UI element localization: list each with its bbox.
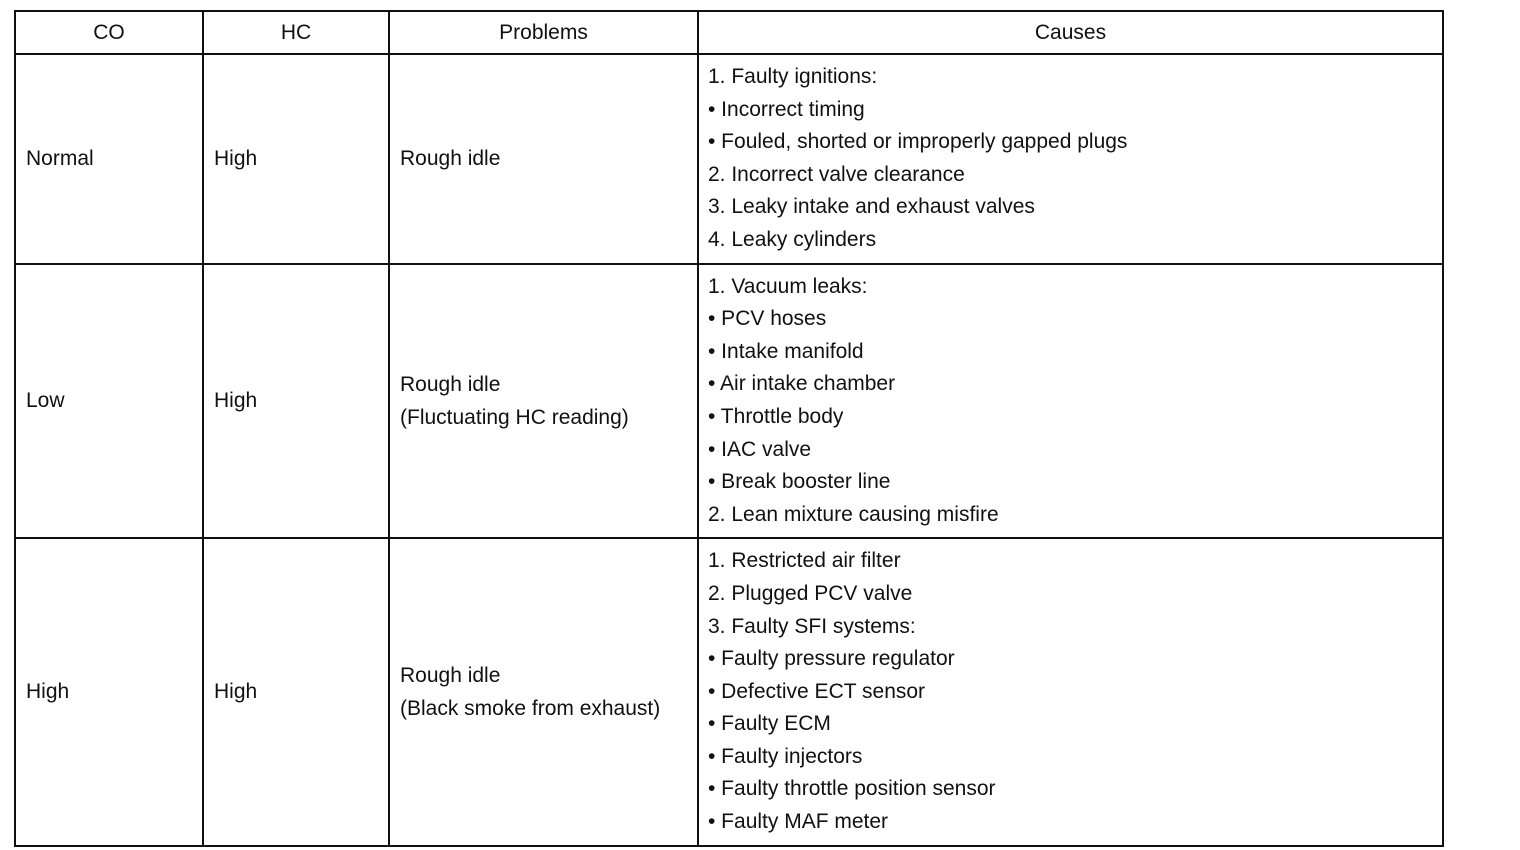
cause-item: • Faulty pressure regulator bbox=[708, 647, 955, 671]
cause-item: 1. Restricted air filter bbox=[708, 549, 901, 573]
cause-item: 3. Faulty SFI systems: bbox=[708, 614, 916, 638]
cause-item: • Faulty ECM bbox=[708, 712, 831, 736]
cause-item: • Incorrect timing bbox=[708, 97, 865, 121]
problems-cell: Rough idle (Black smoke from exhaust) bbox=[388, 537, 699, 847]
problem-line: (Fluctuating HC reading) bbox=[400, 405, 629, 429]
cause-item: • Break booster line bbox=[708, 470, 891, 494]
cause-item: • Throttle body bbox=[708, 404, 844, 428]
co-cell: Normal bbox=[14, 53, 204, 265]
problem-line: Rough idle bbox=[400, 147, 501, 171]
problem-line: Rough idle bbox=[400, 663, 501, 687]
cause-item: • PCV hoses bbox=[708, 307, 827, 331]
co-cell: High bbox=[14, 537, 204, 847]
cause-item: • IAC valve bbox=[708, 437, 812, 461]
cause-item: • Faulty injectors bbox=[708, 744, 863, 768]
problem-line: Rough idle bbox=[400, 372, 501, 396]
cause-item: • Faulty MAF meter bbox=[708, 810, 889, 834]
cause-item: 3. Leaky intake and exhaust valves bbox=[708, 195, 1035, 219]
cause-item: 2. Incorrect valve clearance bbox=[708, 162, 965, 186]
causes-cell: 1. Faulty ignitions: • Incorrect timing … bbox=[697, 53, 1444, 265]
causes-list: 1. Faulty ignitions: • Incorrect timing … bbox=[699, 55, 1442, 263]
hc-cell: High bbox=[202, 262, 390, 540]
co-cell: Low bbox=[14, 262, 204, 540]
table-row: Low High Rough idle (Fluctuating HC read… bbox=[14, 262, 1444, 540]
hc-value: High bbox=[214, 389, 258, 413]
hc-value: High bbox=[214, 147, 258, 171]
header-causes: Causes bbox=[697, 10, 1444, 55]
cause-item: 2. Lean mixture causing misfire bbox=[708, 502, 999, 526]
problem-line: (Black smoke from exhaust) bbox=[400, 696, 661, 720]
cause-item: 2. Plugged PCV valve bbox=[708, 581, 913, 605]
hc-cell: High bbox=[202, 53, 390, 265]
header-problems: Problems bbox=[388, 10, 699, 55]
cause-item: • Defective ECT sensor bbox=[708, 679, 926, 703]
causes-list: 1. Restricted air filter 2. Plugged PCV … bbox=[699, 539, 1442, 844]
diagnosis-table: CO HC Problems Causes Normal High Rough … bbox=[14, 10, 1444, 847]
co-value: High bbox=[26, 680, 70, 704]
hc-cell: High bbox=[202, 537, 390, 847]
header-co: CO bbox=[14, 10, 204, 55]
cause-item: 1. Faulty ignitions: bbox=[708, 65, 878, 88]
table-header-row: CO HC Problems Causes bbox=[14, 10, 1444, 55]
co-value: Low bbox=[26, 389, 65, 413]
cause-item: 1. Vacuum leaks: bbox=[708, 274, 868, 298]
header-hc: HC bbox=[202, 10, 390, 55]
cause-item: • Air intake chamber bbox=[708, 372, 896, 396]
causes-cell: 1. Restricted air filter 2. Plugged PCV … bbox=[697, 537, 1444, 847]
causes-cell: 1. Vacuum leaks: • PCV hoses • Intake ma… bbox=[697, 262, 1444, 540]
table-row: High High Rough idle (Black smoke from e… bbox=[14, 537, 1444, 847]
co-value: Normal bbox=[26, 147, 94, 171]
cause-item: • Fouled, shorted or improperly gapped p… bbox=[708, 130, 1128, 154]
cause-item: • Faulty throttle position sensor bbox=[708, 777, 996, 801]
problems-cell: Rough idle bbox=[388, 53, 699, 265]
hc-value: High bbox=[214, 680, 258, 704]
cause-item: • Intake manifold bbox=[708, 339, 864, 363]
table-row: Normal High Rough idle 1. Faulty ignitio… bbox=[14, 53, 1444, 265]
problems-cell: Rough idle (Fluctuating HC reading) bbox=[388, 262, 699, 540]
cause-item: 4. Leaky cylinders bbox=[708, 227, 877, 251]
causes-list: 1. Vacuum leaks: • PCV hoses • Intake ma… bbox=[699, 265, 1442, 538]
